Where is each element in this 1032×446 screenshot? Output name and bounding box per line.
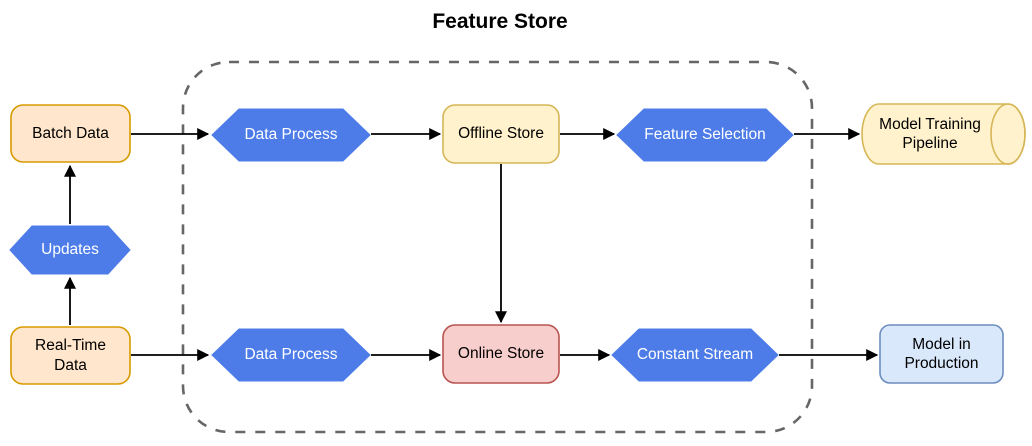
model-training-pipeline-label: Model Training Pipeline [879, 115, 981, 152]
constant-stream-node [611, 328, 779, 382]
data-process-bottom-label: Data Process [244, 346, 338, 364]
data-process-bottom-node [211, 328, 371, 382]
real-time-data-node [10, 326, 131, 385]
updates-label: Updates [41, 241, 99, 259]
online-store-node [442, 324, 560, 384]
constant-stream-label: Constant Stream [636, 346, 754, 364]
data-process-top-label: Data Process [244, 126, 338, 144]
model-in-production-label: Model in Production [904, 335, 979, 372]
model-training-pipeline-cap [990, 103, 1026, 165]
model-in-production-node [879, 324, 1004, 384]
diagram-title: Feature Store [432, 10, 568, 33]
offline-store-label: Offline Store [458, 125, 544, 143]
updates-node [9, 225, 131, 275]
batch-data-label: Batch Data [32, 124, 109, 142]
feature-store-boundary [181, 60, 814, 434]
offline-store-node [442, 104, 560, 164]
batch-data-node [10, 104, 131, 163]
data-process-top-node [211, 108, 371, 162]
real-time-data-label: Real-Time Data [35, 337, 106, 374]
feature-selection-node [616, 108, 794, 162]
online-store-label: Online Store [457, 345, 545, 363]
feature-selection-label: Feature Selection [644, 126, 766, 144]
